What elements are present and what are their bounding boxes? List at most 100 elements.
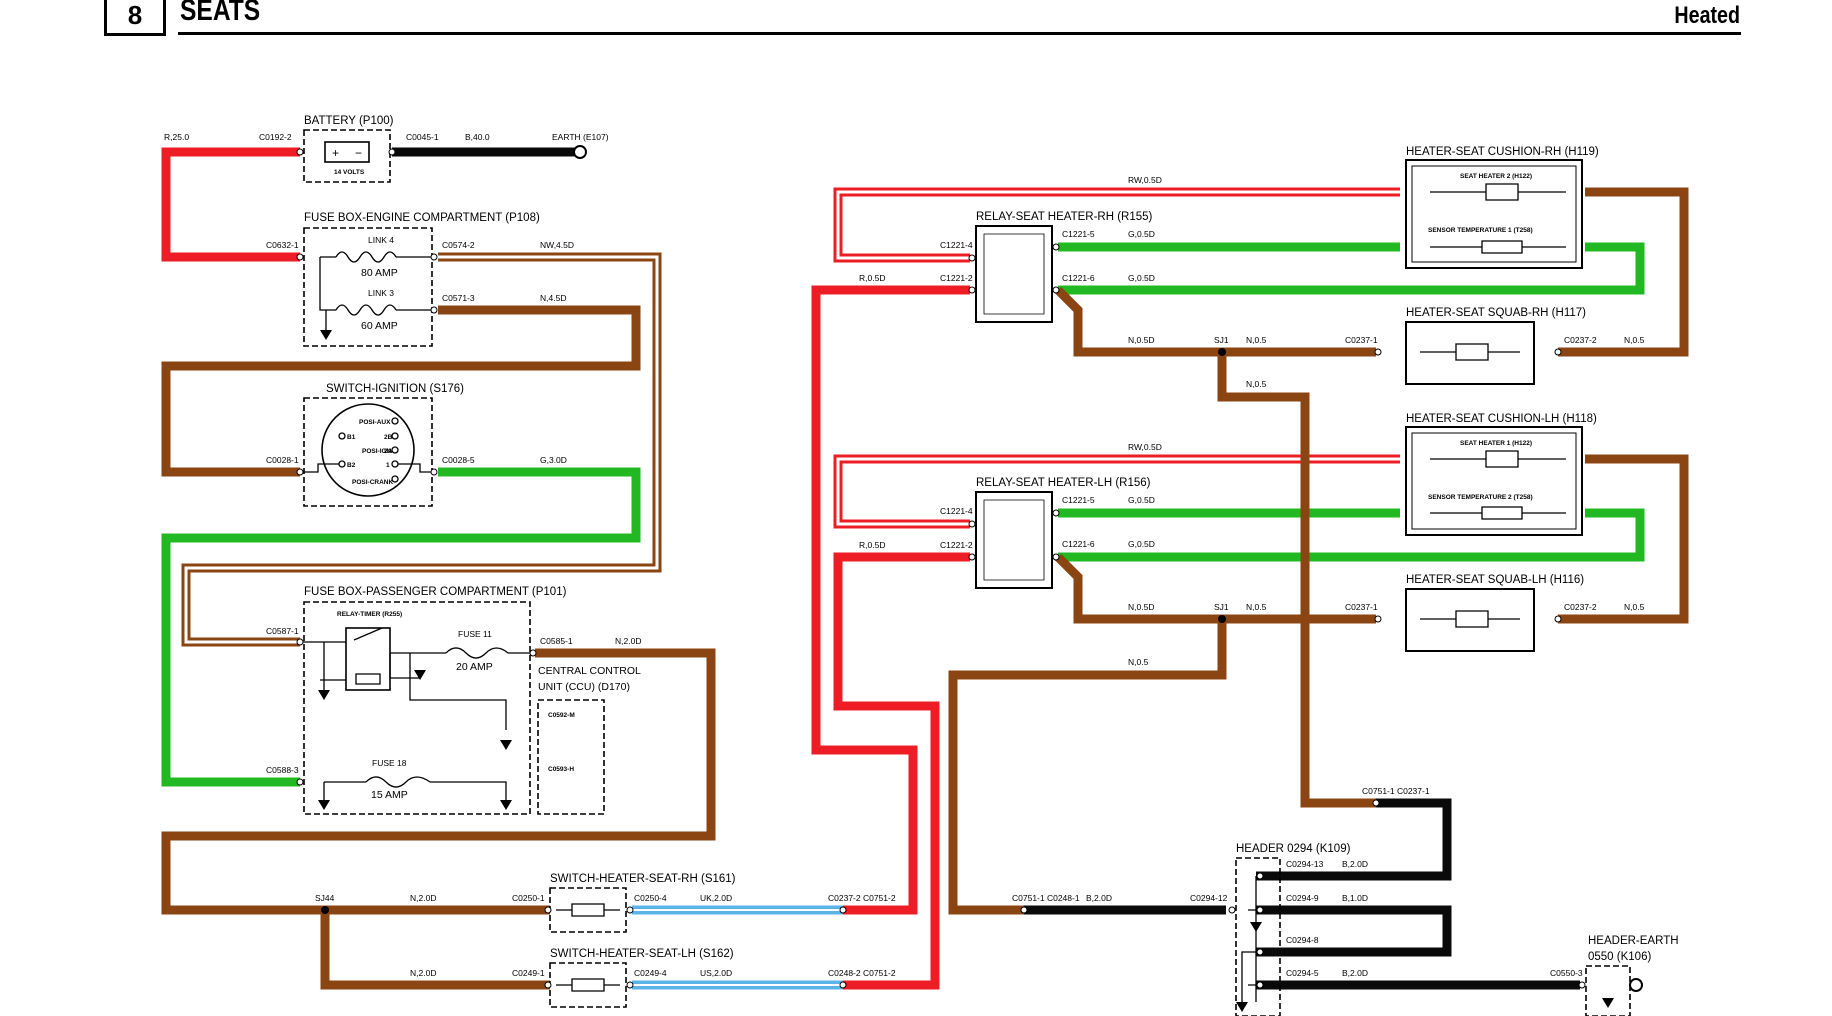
ground-symbols: [318, 145, 1643, 1012]
wire-stripe: [836, 190, 1400, 260]
wire-stripe: [184, 255, 659, 644]
wire-r05-rh-label: R,0.5D: [859, 273, 885, 283]
labels: BATTERY (P100) 14 VOLTS EARTH (E107) FUS…: [164, 115, 1679, 978]
conn-lh-c0237-2: C0237-2: [1564, 602, 1597, 612]
ignition-title: SWITCH-IGNITION (S176): [326, 383, 464, 395]
link4-fuse-symbol: [335, 251, 397, 263]
wire-g05-rh-2-label: G,0.5D: [1128, 273, 1155, 283]
relay-timer-box: [345, 627, 391, 691]
wire-n20-switch-rh-label: N,2.0D: [410, 893, 436, 903]
wire-us20-label: US,2.0D: [700, 968, 732, 978]
earth-terminal-icon: [1629, 978, 1643, 992]
fuse-box-engine-title: FUSE BOX-ENGINE COMPARTMENT (P108): [304, 212, 540, 224]
relay-timer-label: RELAY-TIMER (R255): [337, 611, 402, 618]
link3-label: LINK 3: [368, 288, 394, 298]
ign-contact: [338, 460, 346, 468]
wire-n-relay-lh-squab: [1054, 553, 1376, 624]
conn-lh-c1221-4: C1221-4: [940, 506, 973, 516]
conn-c0751-1-c0248-1: C0751-1 C0248-1: [1012, 893, 1080, 903]
cushion-lh-title: HEATER-SEAT CUSHION-LH (H118): [1406, 413, 1597, 425]
wire-g-relay-rh-sensor: [1058, 242, 1645, 295]
conn-rh-c1221-5: C1221-5: [1062, 229, 1095, 239]
wire-n05-lh-label: N,0.5: [1246, 602, 1267, 612]
ign-wiring: [300, 463, 432, 473]
ign-pin-1: 1: [386, 462, 390, 469]
wire-n-sj44-switch-lh: [320, 910, 550, 990]
ccu-title-1: CENTRAL CONTROL: [538, 665, 641, 677]
conn-c0028-1: C0028-1: [266, 455, 299, 465]
relay-rh-box: [975, 225, 1053, 323]
cushion-rh-box: [1405, 159, 1583, 269]
wire-b20-13-label: B,2.0D: [1342, 859, 1368, 869]
conn-lh-c0237-1: C0237-1: [1345, 602, 1378, 612]
wire-n-squab-rh-cushion: [1558, 187, 1689, 357]
earth-terminal-icon: [573, 145, 587, 159]
wire-rw05-rh-label: RW,0.5D: [1128, 175, 1162, 185]
wire-g30-label: G,3.0D: [540, 455, 567, 465]
header-earth-title-1: HEADER-EARTH: [1588, 935, 1679, 947]
ccu-box: [537, 699, 605, 815]
link4-amp: 80 AMP: [361, 267, 398, 279]
battery-plus: +: [332, 146, 339, 160]
switch-lh-title: SWITCH-HEATER-SEAT-LH (S162): [550, 948, 734, 960]
relay-rh-internal: [983, 233, 1045, 315]
fuse11-symbol: [445, 647, 509, 659]
connector-pins: [296, 148, 1586, 989]
battery-cell: [324, 141, 370, 163]
ign-contact: [391, 432, 399, 440]
wire-n05-squab-rh-label: N,0.5: [1624, 335, 1645, 345]
wire-battery-to-fusebox: [161, 147, 300, 262]
conn-c0751-1-c0237-1: C0751-1 C0237-1: [1362, 786, 1430, 796]
fuse-box-passenger-title: FUSE BOX-PASSENGER COMPARTMENT (P101): [304, 586, 567, 598]
ign-pin-b1: B1: [347, 434, 356, 441]
wire-r25-label: R,25.0: [164, 132, 189, 142]
ground-icon: [414, 670, 426, 680]
link3-amp: 60 AMP: [361, 320, 398, 332]
conn-c0249-1: C0249-1: [512, 968, 545, 978]
cushion-lh-box: [1405, 426, 1583, 536]
ground-icon: [318, 800, 330, 810]
wire-n20-fuse11-label: N,2.0D: [615, 636, 641, 646]
conn-c0571-3: C0571-3: [442, 293, 475, 303]
relay-timer-coil: [353, 627, 383, 685]
fuse18-amp: 15 AMP: [371, 789, 408, 801]
conn-rh-c1221-6: C1221-6: [1062, 273, 1095, 283]
ign-contact: [338, 432, 346, 440]
conn-c0294-5: C0294-5: [1286, 968, 1319, 978]
wire-n20-switch-lh-label: N,2.0D: [410, 968, 436, 978]
link3-fuse-symbol: [335, 304, 397, 316]
wire-n05d-rh-label: N,0.5D: [1128, 335, 1154, 345]
cushion-lh-sensor-label: SENSOR TEMPERATURE 2 (T258): [1428, 494, 1533, 501]
fuse-box-passenger-box: [303, 601, 531, 815]
relay-lh-internal: [983, 499, 1045, 581]
conn-c0574-2: C0574-2: [442, 240, 475, 250]
cushion-rh-sensor: [1430, 240, 1566, 254]
conn-c0294-9: C0294-9: [1286, 893, 1319, 903]
relay-rh-title: RELAY-SEAT HEATER-RH (R155): [976, 211, 1153, 223]
ign-pin-b2: B2: [347, 462, 356, 469]
squab-rh-heater: [1420, 343, 1520, 361]
page-number-box: 8: [104, 0, 166, 36]
splice-sj1-lh: [1218, 615, 1226, 623]
splice-sj1-rh: [1218, 348, 1226, 356]
conn-c0250-4: C0250-4: [634, 893, 667, 903]
conn-c0587-1: C0587-1: [266, 626, 299, 636]
ground-icon: [500, 800, 512, 810]
conn-rh-c1221-4: C1221-4: [940, 240, 973, 250]
conn-c0585-1: C0585-1: [540, 636, 573, 646]
fuse18-symbol: [365, 776, 431, 788]
ign-pin-2b: 2B: [384, 434, 393, 441]
ign-contact: [391, 475, 399, 483]
conn-c0249-4: C0249-4: [634, 968, 667, 978]
wire-n-link3-ignition: [161, 305, 641, 477]
relay-lh-box: [975, 491, 1053, 589]
conn-rh-c0237-1: C0237-1: [1345, 335, 1378, 345]
header-earth-box: [1585, 965, 1631, 1016]
battery-title: BATTERY (P100): [304, 115, 394, 127]
ground-icon: [1602, 998, 1614, 1008]
page-number: 8: [127, 0, 143, 30]
fuse18-label: FUSE 18: [372, 758, 407, 768]
cushion-lh-heater-label: SEAT HEATER 1 (H122): [1460, 440, 1532, 447]
wire-b20-left-label: B,2.0D: [1086, 893, 1112, 903]
wire-b40-label: B,40.0: [465, 132, 490, 142]
